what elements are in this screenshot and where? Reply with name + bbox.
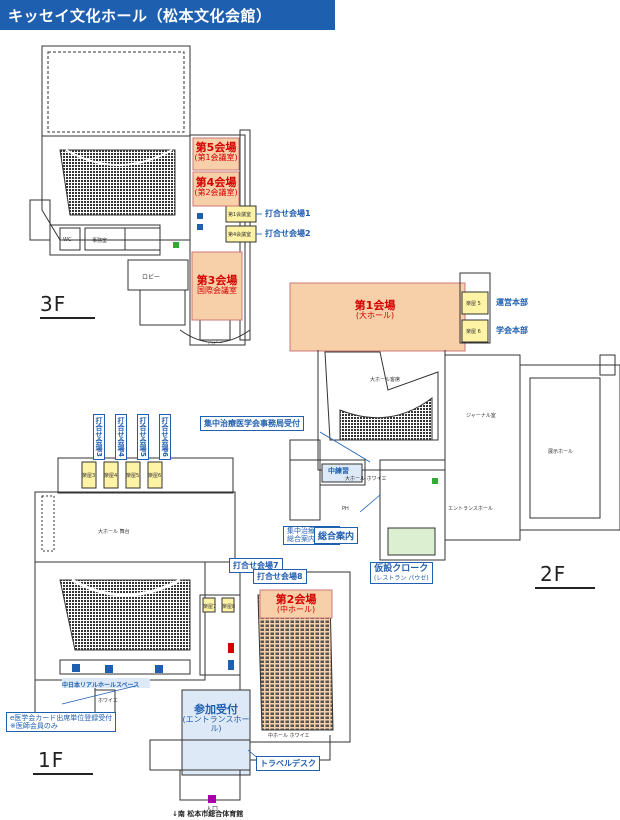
society-hq-callout: 学会本部 <box>493 324 531 337</box>
page-title: キッセイ文化ホール（松本文化会館） <box>8 7 272 25</box>
floor-3f-underline <box>40 317 95 319</box>
cloakroom-name: 仮設クローク <box>374 564 429 574</box>
venue-1-name: 第1会場 <box>354 299 396 312</box>
dressing-room-3-label: 楽屋3 <box>82 473 96 479</box>
office-3f-label: 事務室 <box>92 238 108 244</box>
restroom-icon <box>228 660 234 670</box>
floor-map <box>29 45 620 803</box>
venue-5-label: 第5会場 (第1会議室) <box>193 141 239 163</box>
wc-3f-label: WC <box>63 237 72 243</box>
green-room-5-label: 楽屋 5 <box>466 301 481 307</box>
floor-2f-heading: 2F <box>535 562 595 589</box>
floor-2f-plan <box>289 272 620 561</box>
meeting-room-3-callout: 打合せ会場3 <box>93 414 105 460</box>
dressing-room-7-label: 楽屋7 <box>203 604 217 610</box>
page-header: キッセイ文化ホール（松本文化会館） <box>0 0 335 30</box>
venue-5-name: 第5会場 <box>195 141 237 154</box>
lobby-3f-lower-label: ロビー <box>208 341 224 347</box>
dressing-room-8-label: 楽屋8 <box>222 604 236 610</box>
foyer-1f-label: ホワイエ <box>98 698 118 704</box>
floor-1f-text: 1F <box>38 748 65 772</box>
lobby-3f-label: ロビー <box>142 274 161 281</box>
entrance-direction: ↓南 松本市総合体育館 <box>172 809 243 819</box>
venue-4-label: 第4会場 (第2会議室) <box>193 176 239 198</box>
floor-3f-text: 3F <box>40 292 67 316</box>
dressing-room-4-label: 楽屋4 <box>104 473 118 479</box>
e-card-line1: e医学会カード出席単位登録受付 <box>10 714 113 722</box>
floor-2f-text: 2F <box>540 562 567 586</box>
floor-1f-heading: 1F <box>33 748 93 775</box>
main-hall-seats-label: 大ホール客席 <box>370 377 401 383</box>
floor-1f-underline <box>33 773 93 775</box>
journal-room-label: ジャーナル室 <box>466 413 496 419</box>
exhibition-hall-label: 展示ホール <box>548 449 574 455</box>
operations-hq-callout: 運営本部 <box>493 296 531 309</box>
wheelchair-icon <box>72 664 80 672</box>
meeting-room-2-callout: 打合せ会場2 <box>262 227 314 240</box>
wheelchair-icon <box>155 665 163 673</box>
pit-label: PH <box>342 506 349 512</box>
floor-3f-plan <box>29 45 268 346</box>
main-hall-foyer-label: 大ホール ホワイエ <box>345 476 387 482</box>
venue-2-name: 第2会場 <box>275 593 317 606</box>
venue-1-label: 第1会場 (大ホール) <box>330 299 420 321</box>
small-room-4-label: 第4会議室 <box>228 232 252 238</box>
mid-banner-label: 中日本リアルホールスペース <box>62 682 140 689</box>
society-info-line1: 集中治療医学会 <box>287 527 336 535</box>
venue-3-name: 第3会場 <box>196 274 238 287</box>
main-hall-stage-label: 大ホール 舞台 <box>98 529 130 535</box>
venue-2-label: 第2会場 (中ホール) <box>260 593 332 615</box>
venue-1-room: (大ホール) <box>355 311 395 321</box>
meeting-room-8-callout: 打合せ会場8 <box>253 569 307 584</box>
e-card-registration-callout: e医学会カード出席単位登録受付 ※医師会員のみ <box>6 712 117 733</box>
meeting-room-4-callout: 打合せ会場4 <box>115 414 127 460</box>
facility-icons <box>72 213 438 803</box>
entrance-marker-icon <box>208 795 216 803</box>
participant-reception-sub: (エントランスホール) <box>182 715 250 733</box>
floor-3f-heading: 3F <box>40 292 95 319</box>
meeting-room-1-callout: 打合せ会場1 <box>262 207 314 220</box>
participant-reception-label: 参加受付 (エントランスホール) <box>182 703 250 734</box>
floor-2f-underline <box>535 587 595 589</box>
entrance-arrow: ↓ <box>172 810 178 818</box>
exit-icon <box>173 242 179 248</box>
middle-hall-foyer-label: 中ホール ホワイエ <box>268 733 310 739</box>
general-info-callout: 総合案内 <box>314 527 359 544</box>
temporary-cloakroom-callout: 仮設クローク (レストラン パウゼ) <box>370 562 433 584</box>
venue-4-name: 第4会場 <box>195 176 237 189</box>
venue-2-room: (中ホール) <box>276 605 316 615</box>
meeting-room-5-callout: 打合せ会場5 <box>137 414 149 460</box>
naka-practice-label: 中練習 <box>328 467 349 475</box>
restroom-icon <box>228 643 234 653</box>
elevator-icon <box>197 213 203 219</box>
cloakroom-sub: (レストラン パウゼ) <box>374 574 429 582</box>
venue-5-room: (第1会議室) <box>194 153 238 163</box>
jimukyoku-reception-callout: 集中治療医学会事務局受付 <box>200 416 304 431</box>
venue-3-label: 第3会場 国際会議室 <box>192 274 242 296</box>
venue-3-room: 国際会議室 <box>197 286 237 296</box>
society-info-line2: 総合案内 <box>287 534 315 543</box>
wheelchair-icon <box>197 224 203 230</box>
travel-desk-callout: トラベルデスク <box>256 756 320 771</box>
entrance-direction-text: 南 松本市総合体育館 <box>177 810 244 818</box>
small-room-1-label: 第1会議室 <box>228 212 252 218</box>
participant-reception-name: 参加受付 <box>194 703 238 716</box>
dressing-room-5-label: 楽屋5 <box>126 473 140 479</box>
meeting-room-6-callout: 打合せ会場6 <box>159 414 171 460</box>
floor-1f-plan <box>34 457 351 801</box>
venue-4-room: (第2会議室) <box>194 188 238 198</box>
elevator-icon <box>105 665 113 673</box>
entrance-hall-2f-label: エントランスホール <box>448 506 493 512</box>
callout-leaders <box>61 213 381 761</box>
entrance-label: 入口 <box>206 806 219 813</box>
e-card-line2: ※医師会員のみ <box>10 722 58 731</box>
green-room-6-label: 楽屋 6 <box>466 329 481 335</box>
exit-icon <box>432 478 438 484</box>
dressing-room-6-label: 楽屋6 <box>148 473 162 479</box>
